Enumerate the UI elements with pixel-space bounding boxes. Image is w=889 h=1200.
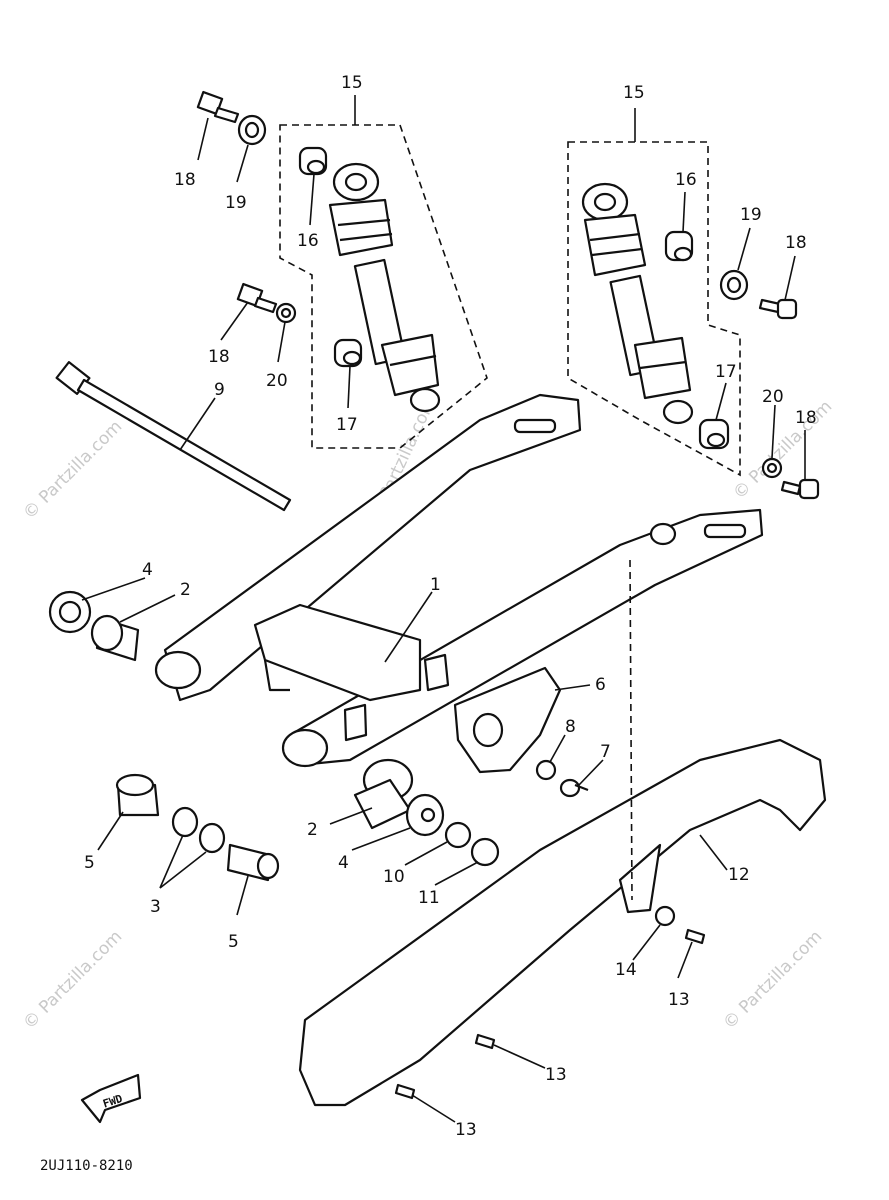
callout-18: 18 [785,233,807,253]
diagram-code: 2UJ110-8210 [40,1158,133,1174]
callout-15: 15 [341,73,363,93]
callout-2: 2 [307,820,318,840]
callout-1: 1 [430,575,441,595]
callout-19: 19 [225,193,247,213]
callout-14: 14 [615,960,637,980]
callout-13: 13 [668,990,690,1010]
callout-2: 2 [180,580,191,600]
callout-labels: 15 15 16 16 17 17 18 18 18 18 19 19 20 2… [84,73,817,1140]
fwd-arrow-icon: FWD [80,1073,142,1124]
callout-20: 20 [266,371,288,391]
callout-20: 20 [762,387,784,407]
callout-18: 18 [174,170,196,190]
callout-5: 5 [228,932,239,952]
callout-9: 9 [214,380,225,400]
bushings-spacers [48,590,500,882]
callout-13: 13 [545,1065,567,1085]
callout-13: 13 [455,1120,477,1140]
shock-group-right-outline [567,141,741,477]
fwd-label: FWD [101,1092,124,1111]
collars [298,146,730,450]
callout-17: 17 [715,362,737,382]
callout-12: 12 [728,865,750,885]
callout-11: 11 [418,888,440,908]
callout-4: 4 [142,560,153,580]
swingarm [154,393,764,768]
watermark: © Partzilla.com [19,417,126,524]
callout-18: 18 [208,347,230,367]
callout-16: 16 [675,170,697,190]
callout-3: 3 [150,897,161,917]
callout-4: 4 [338,853,349,873]
callout-17: 17 [336,415,358,435]
fasteners-top [196,90,820,500]
shock-absorber-left [328,162,441,413]
callout-19: 19 [740,205,762,225]
callout-10: 10 [383,867,405,887]
chain-case [298,738,827,1107]
leader-lines [81,95,806,1123]
callout-7: 7 [600,742,611,762]
alignment-line [629,559,633,901]
shock-absorber-right [581,182,694,425]
shock-group-left-outline [279,124,488,449]
callout-6: 6 [595,675,606,695]
callout-15: 15 [623,83,645,103]
callout-18: 18 [795,408,817,428]
watermark: © Partzilla.com [719,927,826,1034]
callout-8: 8 [565,717,576,737]
watermark: © Partzilla.com [19,927,126,1034]
callout-16: 16 [297,231,319,251]
callout-5: 5 [84,853,95,873]
chain-puller [453,666,589,798]
